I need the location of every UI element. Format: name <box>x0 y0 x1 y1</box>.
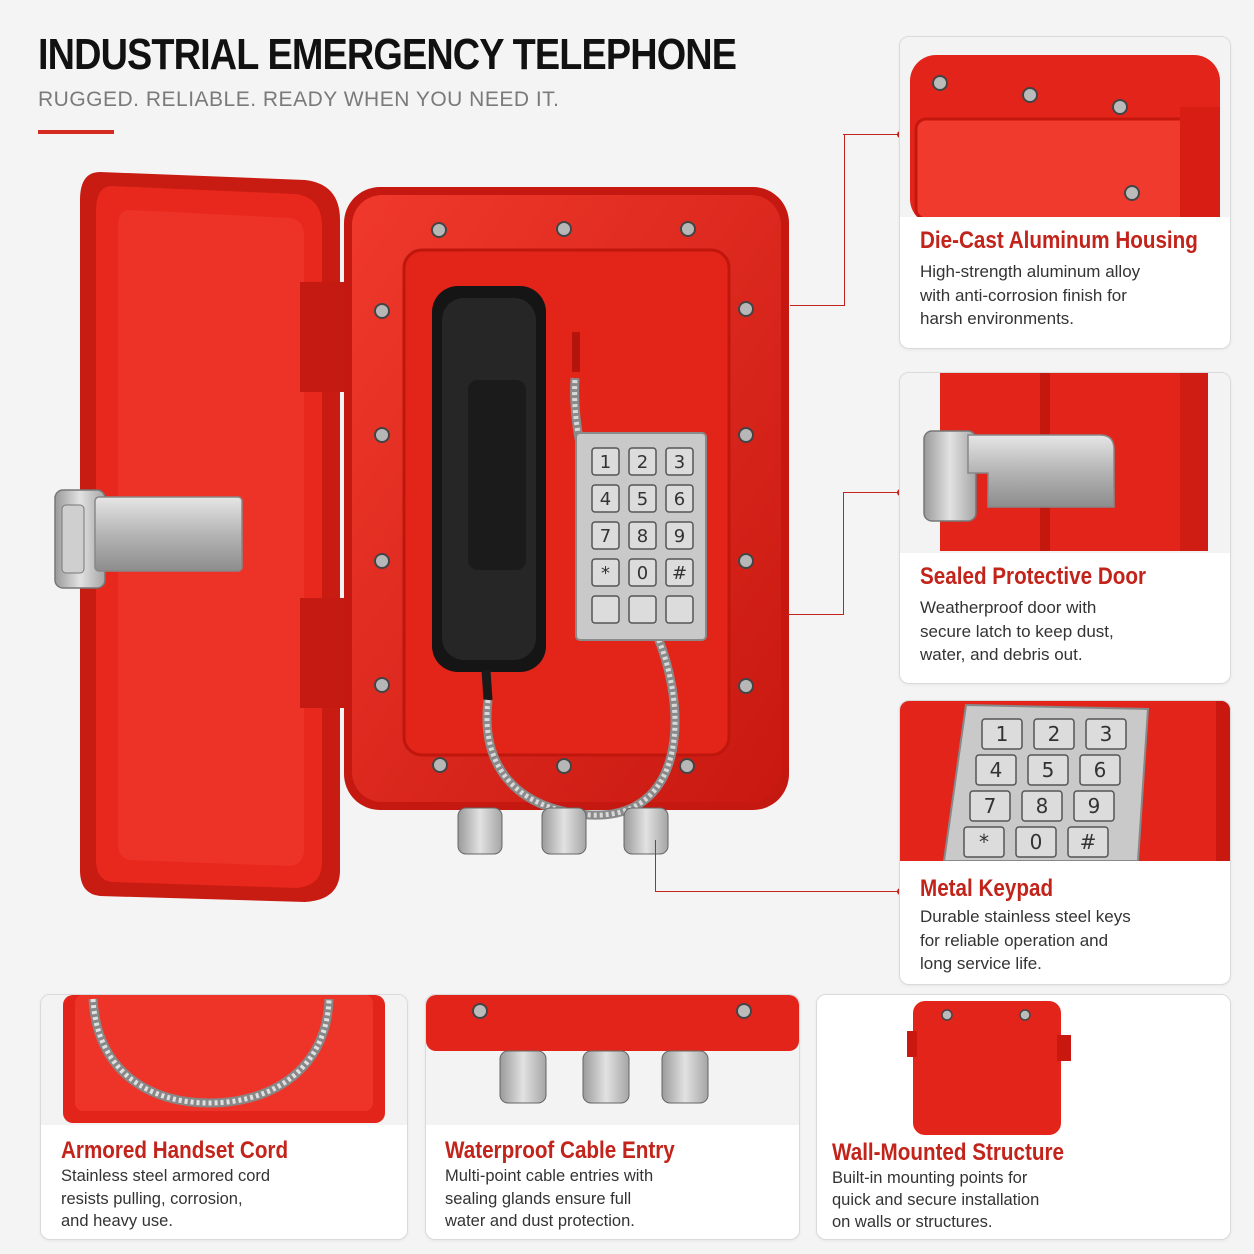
feature-card-cable-entry: Waterproof Cable Entry Multi-point cable… <box>425 994 800 1240</box>
keypad-key-label: 6 <box>1094 758 1107 782</box>
keypad-key <box>628 484 657 513</box>
feature-title: Wall-Mounted Structure <box>832 1139 1064 1166</box>
keypad-key-label: 4 <box>600 489 611 510</box>
leader-line-door <box>843 492 901 493</box>
keypad-key-label: 8 <box>1036 794 1049 818</box>
feature-title: Sealed Protective Door <box>920 563 1146 590</box>
accent-bar <box>38 130 114 134</box>
keypad-key <box>969 790 1011 822</box>
keypad-key <box>591 447 620 476</box>
keypad-key-label: 1 <box>996 722 1009 746</box>
keypad-key <box>665 521 694 550</box>
feature-card-keypad: 1 2 3 4 5 6 7 8 9 * 0 # Metal Keypad Durable stainl… <box>899 700 1231 985</box>
keypad-key <box>628 447 657 476</box>
keypad-key-label: 3 <box>1100 722 1113 746</box>
feature-card-cord: Armored Handset Cord Stainless steel arm… <box>40 994 408 1240</box>
keypad-key <box>1067 826 1109 858</box>
cable-glands-icon <box>457 807 669 855</box>
keypad-key <box>591 558 620 587</box>
keypad-key <box>1085 718 1127 750</box>
keypad-key-label: 2 <box>1048 722 1061 746</box>
housing <box>344 187 789 810</box>
keypad-key <box>1073 790 1115 822</box>
keypad-key-label: 4 <box>990 758 1003 782</box>
leader-line-keypad <box>655 840 902 892</box>
housing-screws <box>374 221 754 774</box>
keypad-key-label: * <box>979 830 989 854</box>
keypad-key <box>1027 754 1069 786</box>
keypad-closeup-icon: 1 2 3 4 5 6 7 8 9 * 0 # <box>900 701 1230 861</box>
feature-title: Metal Keypad <box>920 875 1054 902</box>
keypad-key <box>665 558 694 587</box>
keypad-function-key <box>665 595 694 624</box>
wall-mount-closeup-icon <box>817 995 1230 1135</box>
keypad-key <box>591 484 620 513</box>
keypad-key <box>591 521 620 550</box>
keypad-key-label: 9 <box>674 526 685 547</box>
keypad-key <box>628 521 657 550</box>
page-title: INDUSTRIAL EMERGENCY TELEPHONE <box>38 30 737 79</box>
keypad-key-label: 1 <box>600 452 611 473</box>
keypad-function-key <box>591 595 620 624</box>
keypad-key <box>963 826 1005 858</box>
feature-card-wall-mount: Wall-Mounted Structure Built-in mounting… <box>816 994 1231 1240</box>
keypad-key-label: 5 <box>637 489 648 510</box>
keypad-key-label: # <box>1080 830 1097 854</box>
leader-line-housing-top <box>843 134 901 135</box>
keypad-icon: 1 2 3 4 5 6 7 8 9 * 0 # <box>575 432 707 641</box>
feature-title: Die-Cast Aluminum Housing <box>920 227 1198 254</box>
feature-card-housing: Die-Cast Aluminum Housing High-strength … <box>899 36 1231 349</box>
armored-cord-closeup-icon <box>41 995 407 1125</box>
door-latch-closeup-icon <box>900 373 1230 553</box>
door-latch-icon <box>54 489 243 589</box>
keypad-key <box>628 558 657 587</box>
keypad-key-label: * <box>601 563 610 584</box>
keypad-key-label: 3 <box>674 452 685 473</box>
page-subtitle: RUGGED. RELIABLE. READY WHEN YOU NEED IT… <box>38 88 560 111</box>
keypad-key-label: 6 <box>674 489 685 510</box>
keypad-key <box>665 447 694 476</box>
keypad-key <box>665 484 694 513</box>
keypad-function-key <box>628 595 657 624</box>
keypad-key-label: 0 <box>1030 830 1043 854</box>
keypad-key-label: # <box>672 563 687 584</box>
leader-line-door-vert <box>788 492 844 615</box>
keypad-key-label: 7 <box>600 526 611 547</box>
keypad-key <box>1033 718 1075 750</box>
keypad-key <box>1021 790 1063 822</box>
feature-title: Waterproof Cable Entry <box>445 1137 675 1164</box>
keypad-key-label: 7 <box>984 794 997 818</box>
telephone-illustration: 1 2 3 4 5 6 7 8 9 * 0 # <box>54 172 789 902</box>
feature-card-door: Sealed Protective Door Weatherproof door… <box>899 372 1231 684</box>
handset-icon <box>432 286 546 701</box>
feature-title: Armored Handset Cord <box>61 1137 289 1164</box>
keypad-key <box>1015 826 1057 858</box>
keypad-key-label: 2 <box>637 452 648 473</box>
keypad-key <box>981 718 1023 750</box>
keypad-key-label: 9 <box>1088 794 1101 818</box>
cable-glands-closeup-icon <box>426 995 799 1125</box>
keypad-key <box>1079 754 1121 786</box>
keypad-key-label: 8 <box>637 526 648 547</box>
leader-line-housing <box>790 135 845 306</box>
keypad-key-label: 0 <box>637 563 648 584</box>
keypad-key <box>975 754 1017 786</box>
housing-closeup-icon <box>900 37 1230 217</box>
keypad-key-label: 5 <box>1042 758 1055 782</box>
